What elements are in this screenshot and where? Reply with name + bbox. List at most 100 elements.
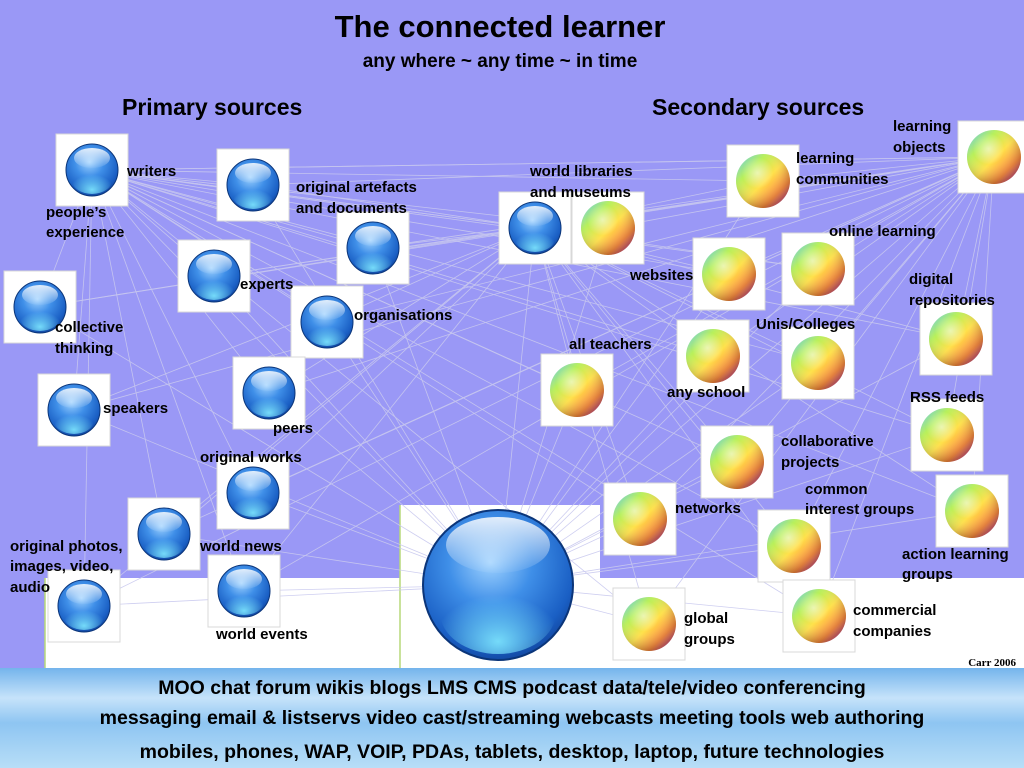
label-common-interest-groups: interest groups	[805, 501, 914, 518]
connection-line	[946, 156, 995, 436]
page-title: The connected learner	[335, 9, 666, 44]
orb-rss-feeds	[910, 398, 984, 472]
label-experts: experts	[240, 276, 293, 293]
orb-collective-thinking	[3, 270, 77, 344]
connection-line	[39, 227, 536, 308]
label-original-works: original works	[200, 449, 302, 466]
label-world-events: world events	[215, 626, 308, 643]
label-world-libraries: world libraries	[529, 163, 633, 180]
connection-line	[73, 169, 93, 411]
connection-line	[73, 156, 995, 411]
label-common-interest-groups: common	[805, 481, 868, 498]
source-orbs	[3, 120, 1024, 661]
tools-line-2: messaging email & listservs video cast/s…	[99, 707, 925, 729]
label-online-learning: online learning	[829, 223, 936, 240]
label-learning-communities: communities	[796, 171, 889, 188]
technologies-band: MOO chat forum wikis blogs LMS CMS podca…	[0, 668, 1024, 768]
label-speakers: speakers	[103, 400, 168, 417]
orb-original-photos	[47, 569, 121, 643]
label-original-photos: original photos,	[10, 538, 123, 555]
orb-commercial-companies	[782, 579, 856, 653]
connection-line	[762, 156, 995, 182]
orb-action-learning	[757, 509, 831, 583]
connection-line	[39, 306, 499, 586]
label-unis-colleges: Unis/Colleges	[756, 316, 855, 333]
label-digital-repositories: repositories	[909, 292, 995, 309]
label-collaborative-projects: collaborative	[781, 433, 874, 450]
orb-websites	[692, 237, 766, 311]
label-writers: writers	[126, 163, 176, 180]
connection-line	[252, 184, 536, 229]
label-peoples-experience: experience	[46, 224, 124, 241]
connection-line	[534, 227, 738, 463]
connection-line	[534, 227, 973, 512]
label-networks: networks	[675, 500, 741, 517]
label-rss-feeds: RSS feeds	[910, 389, 984, 406]
orb-learning-communities	[726, 144, 800, 218]
label-commercial-companies: companies	[853, 623, 931, 640]
connection-line	[252, 156, 995, 186]
orb-world-libraries	[498, 191, 572, 265]
primary-sources-header: Primary sources	[122, 94, 302, 120]
label-learning-objects: learning	[893, 118, 951, 135]
label-world-libraries: and museums	[530, 184, 631, 201]
connection-line	[91, 169, 641, 520]
connection-line	[497, 510, 973, 586]
label-global-groups: global	[684, 610, 728, 627]
orb-world-events	[207, 554, 281, 628]
label-any-school: any school	[667, 384, 745, 401]
orb-museums	[571, 191, 645, 265]
connection-line	[83, 156, 995, 607]
secondary-sources-header: Secondary sources	[652, 94, 864, 120]
connection-line	[326, 156, 995, 323]
orb-original-works	[216, 456, 290, 530]
connection-line	[268, 156, 995, 394]
connection-line	[736, 156, 995, 463]
orb-global-groups	[612, 587, 686, 661]
connection-line	[163, 156, 995, 535]
label-websites: websites	[629, 267, 693, 284]
orb-speakers	[37, 373, 111, 447]
credit: Carr 2006	[968, 657, 1016, 669]
label-world-news: world news	[199, 538, 282, 555]
orb-unis-colleges	[781, 326, 855, 400]
label-original-photos: audio	[10, 579, 50, 596]
label-collaborative-projects: projects	[781, 454, 839, 471]
orb-world-news	[127, 497, 201, 571]
orb-online-learning	[781, 232, 855, 306]
label-collective-thinking: collective	[55, 319, 123, 336]
connection-line	[91, 169, 795, 547]
center-learner-orb	[422, 509, 574, 661]
connection-line	[818, 156, 995, 617]
connection-line	[91, 169, 764, 182]
connection-line	[607, 156, 995, 229]
label-action-learning-groups: groups	[902, 566, 953, 583]
label-peers: peers	[273, 420, 313, 437]
orb-all-teachers	[540, 353, 614, 427]
label-original-artefacts: original artefacts	[296, 179, 417, 196]
label-original-photos: images, video,	[10, 558, 113, 575]
orb-networks	[603, 482, 677, 556]
label-learning-communities: learning	[796, 150, 854, 167]
label-all-teachers: all teachers	[569, 336, 652, 353]
page-subtitle: any where ~ any time ~ in time	[363, 51, 638, 72]
connection-line	[91, 169, 165, 535]
label-collective-thinking: thinking	[55, 340, 113, 357]
label-learning-objects: objects	[893, 139, 946, 156]
connection-line	[252, 227, 536, 494]
label-organisations: organisations	[354, 307, 452, 324]
label-peoples-experience: people’s	[46, 204, 106, 221]
connection-line	[91, 169, 738, 463]
connection-line	[793, 156, 995, 547]
label-commercial-companies: commercial	[853, 602, 936, 619]
connection-line	[728, 156, 995, 275]
orb-digital-repositories	[919, 302, 993, 376]
tools-line-1: MOO chat forum wikis blogs LMS CMS podca…	[158, 677, 866, 699]
connection-line	[497, 434, 948, 586]
orb-peers	[232, 356, 306, 430]
orb-original-documents	[336, 211, 410, 285]
label-action-learning-groups: action learning	[902, 546, 1009, 563]
orb-original-artefacts	[216, 148, 290, 222]
orb-any-school	[676, 319, 750, 393]
